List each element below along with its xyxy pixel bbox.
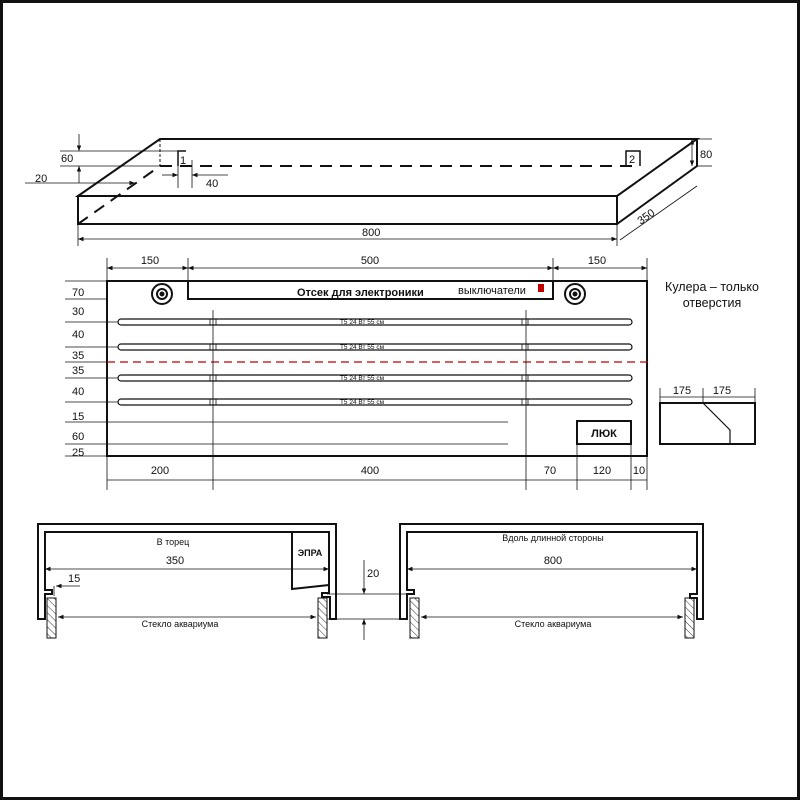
left-dim: 35 — [72, 350, 84, 362]
section-left-title: В торец — [157, 537, 190, 547]
ballast-label: ЭПРА — [298, 548, 323, 558]
switch-indicator-icon — [538, 284, 544, 292]
notch-1-label: 1 — [180, 155, 186, 167]
bottom-dim: 10 — [633, 465, 645, 477]
cooler-note: отверстия — [683, 296, 742, 310]
tube-1 — [117, 318, 633, 326]
left-dim: 25 — [72, 447, 84, 459]
tube-4 — [117, 398, 633, 406]
bottom-dim: 70 — [544, 465, 556, 477]
plan-view — [65, 258, 756, 490]
cooler-hole-right — [564, 283, 586, 305]
section-left-width: 350 — [166, 555, 184, 567]
left-dim: 30 — [72, 306, 84, 318]
section-left — [37, 523, 337, 639]
left-dim: 40 — [72, 329, 84, 341]
section-right-title: Вдоль длинной стороны — [502, 533, 603, 543]
side-dim: 175 — [713, 385, 731, 397]
bottom-dim: 120 — [593, 465, 611, 477]
dim-20-label: 20 — [367, 568, 379, 580]
dim-60: 60 — [61, 153, 73, 165]
left-dim: 15 — [72, 411, 84, 423]
glass-label: Стекло аквариума — [515, 619, 592, 629]
dim-20-marker — [327, 560, 414, 640]
dim-40: 40 — [206, 178, 218, 190]
section-left-gap: 15 — [68, 573, 80, 585]
compartment-label: Отсек для электроники — [297, 287, 424, 299]
glass-label: Стекло аквариума — [142, 619, 219, 629]
hatch-label: ЛЮК — [591, 428, 617, 440]
switches-label: выключатели — [458, 285, 526, 297]
top-dim: 150 — [588, 255, 606, 267]
bottom-dim: 200 — [151, 465, 169, 477]
tube-label: Т5 24 Вт 55 см — [340, 319, 385, 326]
cooler-note: Кулера – только — [665, 280, 759, 294]
left-dim: 60 — [72, 431, 84, 443]
tube-2 — [117, 343, 633, 351]
side-dim: 175 — [673, 385, 691, 397]
top-dim: 500 — [361, 255, 379, 267]
cooler-hole-left — [151, 283, 173, 305]
tube-label: Т5 24 Вт 55 см — [340, 399, 385, 406]
top-dim: 150 — [141, 255, 159, 267]
dim-20: 20 — [35, 173, 47, 185]
left-dim: 35 — [72, 365, 84, 377]
notch-2-label: 2 — [629, 154, 635, 166]
section-right-width: 800 — [544, 555, 562, 567]
isometric-view — [25, 134, 712, 246]
left-dim: 70 — [72, 287, 84, 299]
bottom-dim: 400 — [361, 465, 379, 477]
tube-label: Т5 24 Вт 55 см — [340, 344, 385, 351]
dim-80: 80 — [700, 149, 712, 161]
dim-800: 800 — [362, 227, 380, 239]
tube-3 — [117, 374, 633, 382]
tube-label: Т5 24 Вт 55 см — [340, 375, 385, 382]
left-dim: 40 — [72, 386, 84, 398]
